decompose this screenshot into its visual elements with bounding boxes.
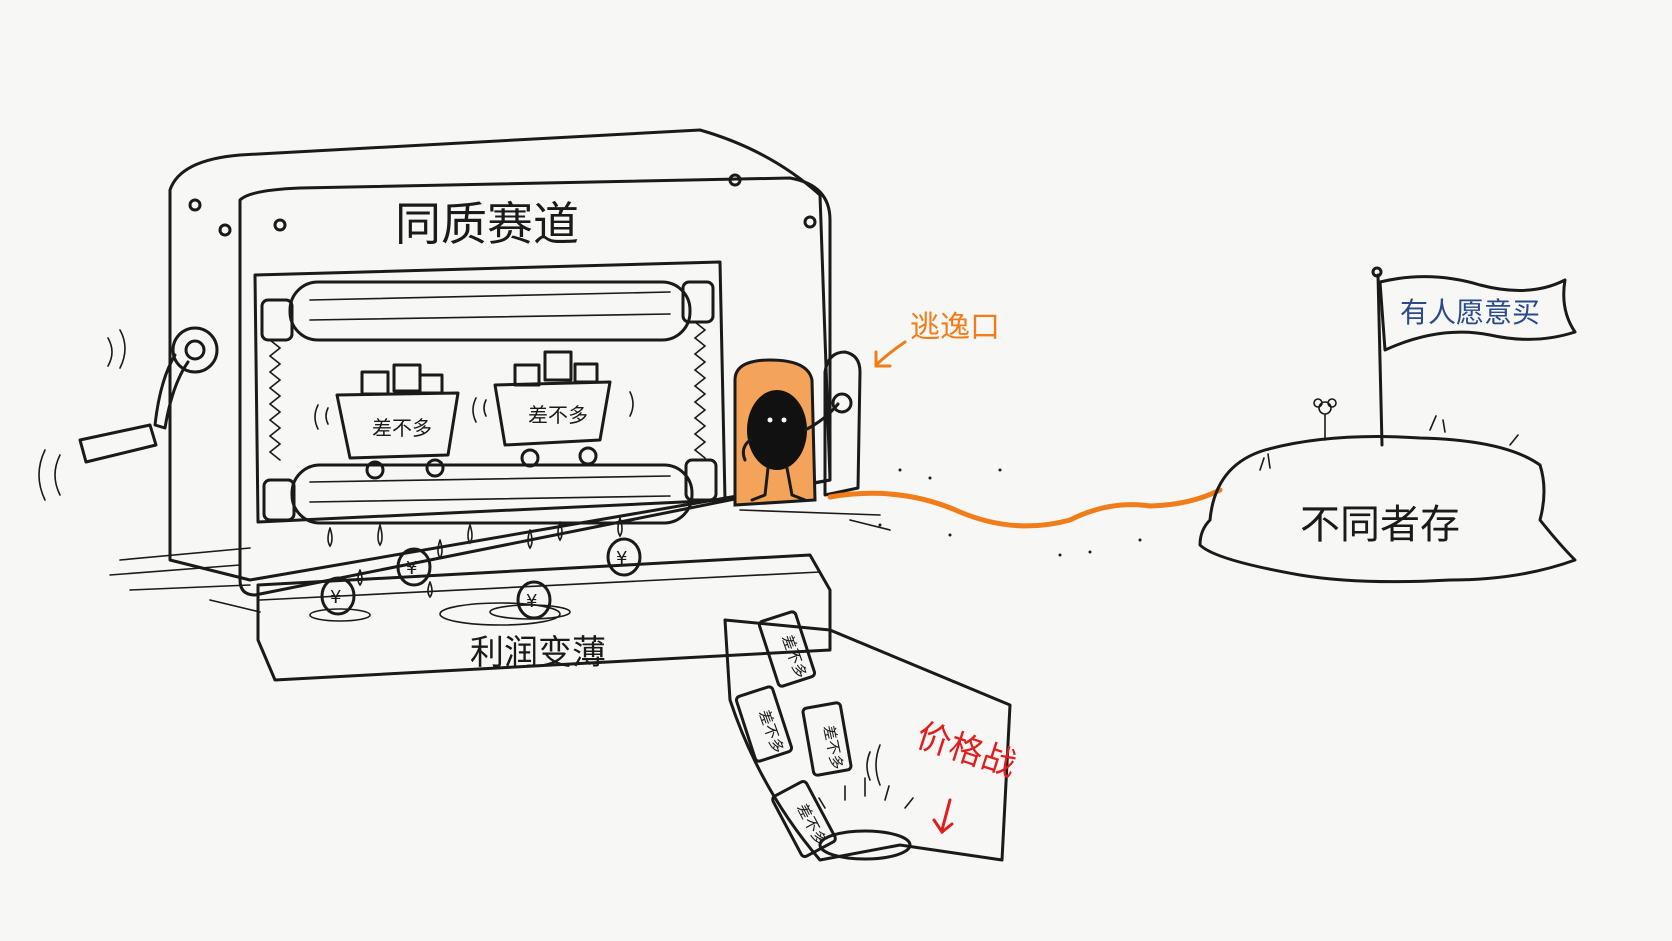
left-spring	[268, 339, 282, 461]
escape-arrow	[874, 340, 907, 368]
flag-label: 有人愿意买	[1400, 296, 1540, 329]
tag-label: 差不多	[819, 724, 846, 772]
price-tag: 差不多	[757, 610, 817, 688]
coin-symbol: ¥	[330, 587, 341, 608]
destination-flag: 有人愿意买	[1371, 266, 1577, 447]
flower	[1313, 398, 1337, 441]
price-tag: 差不多	[801, 701, 853, 777]
tray-label: 利润变薄	[470, 633, 606, 673]
profit-tray: 利润变薄	[256, 553, 832, 682]
escape-door: 逃逸口	[733, 310, 1000, 531]
coin-symbol: ¥	[616, 548, 627, 569]
motion-marks	[314, 391, 634, 430]
hill-label: 不同者存	[1300, 502, 1460, 548]
cart-right: 差不多	[493, 350, 612, 468]
cart-label: 差不多	[528, 403, 588, 427]
ground-shadow	[109, 547, 261, 613]
right-spring	[693, 321, 707, 459]
price-war-chute: 差不多 差不多 差不多 差不多 价格战	[723, 610, 1021, 862]
cart-left: 差不多	[335, 363, 460, 480]
price-war-label: 价格战	[912, 716, 1021, 786]
coin-symbol: ¥	[406, 558, 417, 579]
profit-drips	[327, 517, 623, 599]
crank-handle	[38, 326, 219, 501]
bottom-roller	[262, 458, 718, 525]
machine-title: 同质赛道	[395, 197, 579, 251]
cart-label: 差不多	[372, 416, 432, 440]
price-tag: 差不多	[734, 685, 794, 763]
path-dots	[878, 468, 1142, 557]
top-roller	[260, 280, 715, 342]
coin-symbol: ¥	[526, 591, 537, 612]
homogeneous-track-machine: ¥ ¥ ¥ ¥ 差不多 差不多	[38, 128, 832, 620]
escape-path	[827, 487, 1223, 529]
price-war-arrow	[932, 798, 954, 835]
destination-hill: 不同者存	[1198, 398, 1577, 584]
price-tag: 差不多	[771, 779, 837, 859]
blob-character	[741, 390, 840, 502]
escape-label: 逃逸口	[910, 310, 1000, 345]
